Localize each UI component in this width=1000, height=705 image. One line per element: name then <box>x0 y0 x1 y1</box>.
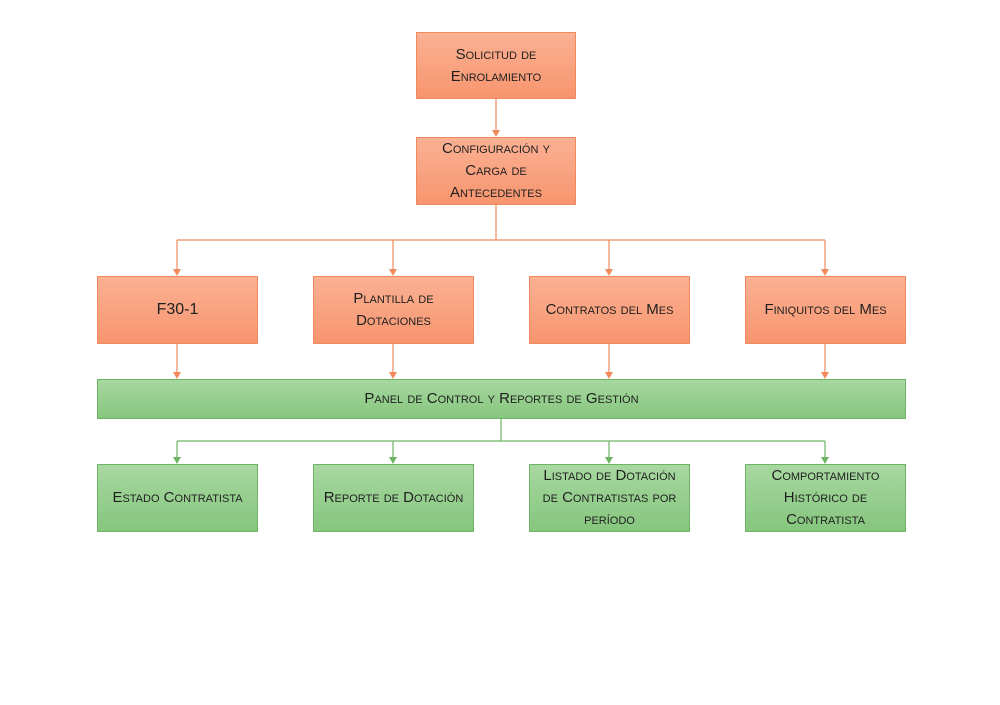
node-reporte-dotacion: Reporte de Dotación <box>313 464 474 532</box>
node-f30-1: F30-1 <box>97 276 258 344</box>
arrowhead <box>173 457 181 464</box>
arrowhead <box>492 130 500 137</box>
node-listado-dotacion: Listado de Dotación de Contratistas por … <box>529 464 690 532</box>
node-comportamiento-historico: Comportamiento Histórico de Contratista <box>745 464 906 532</box>
node-label: Listado de Dotación de Contratistas por … <box>542 467 677 528</box>
arrowhead <box>389 372 397 379</box>
node-label: Contratos del Mes <box>545 301 674 318</box>
node-configuracion-carga: Configuración y Carga de Antecedentes <box>416 137 576 205</box>
node-estado-contratista: Estado Contratista <box>97 464 258 532</box>
node-label: Reporte de Dotación <box>323 489 464 506</box>
node-plantilla-dotaciones: Plantilla de Dotaciones <box>313 276 474 344</box>
arrowhead <box>389 269 397 276</box>
node-contratos-mes: Contratos del Mes <box>529 276 690 344</box>
node-label: Estado Contratista <box>112 489 243 506</box>
arrowhead <box>173 372 181 379</box>
node-panel-control: Panel de Control y Reportes de Gestión <box>97 379 906 419</box>
arrowhead <box>821 269 829 276</box>
arrowhead <box>605 457 613 464</box>
node-label: Comportamiento Histórico de Contratista <box>771 467 880 528</box>
node-label: Configuración y Carga de Antecedentes <box>442 140 550 201</box>
node-label: Solicitud de Enrolamiento <box>450 45 542 85</box>
node-solicitud-enrolamiento: Solicitud de Enrolamiento <box>416 32 576 99</box>
arrowhead <box>821 372 829 379</box>
arrowhead <box>389 457 397 464</box>
arrowhead <box>821 457 829 464</box>
arrowhead <box>605 372 613 379</box>
node-label: Panel de Control y Reportes de Gestión <box>364 390 639 407</box>
arrowhead <box>173 269 181 276</box>
node-label: F30-1 <box>156 301 199 318</box>
node-label: Plantilla de Dotaciones <box>353 290 434 329</box>
node-finiquitos-mes: Finiquitos del Mes <box>745 276 906 344</box>
node-label: Finiquitos del Mes <box>764 301 887 318</box>
arrowhead <box>605 269 613 276</box>
